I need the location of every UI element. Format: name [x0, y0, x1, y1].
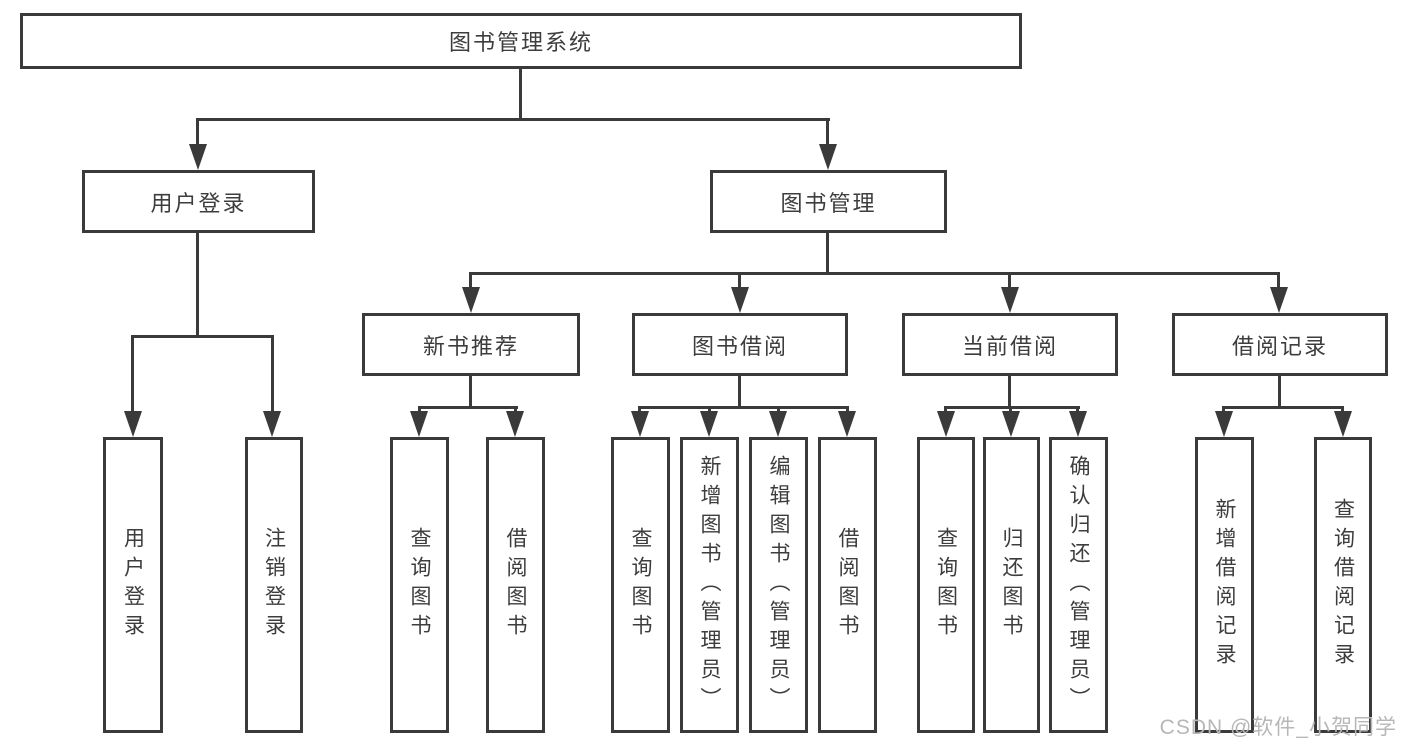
connector-line [1277, 272, 1280, 290]
arrow-down-icon [937, 411, 955, 437]
connector-line [131, 335, 274, 338]
leaf-user-login: 用户登录 [103, 437, 163, 733]
connector-line [1009, 406, 1012, 414]
arrow-down-icon [1069, 411, 1087, 437]
connector-line [1076, 406, 1079, 414]
arrow-down-icon [700, 411, 718, 437]
connector-line [271, 335, 274, 413]
node-borrowing-records: 借阅记录 [1172, 313, 1388, 376]
connector-line [196, 233, 199, 337]
connector-line [418, 406, 518, 409]
node-label: 查询图书 [408, 527, 431, 643]
connector-line [196, 118, 830, 121]
leaf-logout-login: 注销登录 [245, 437, 303, 733]
connector-line [469, 376, 472, 409]
node-book-management: 图书管理 [710, 170, 947, 233]
node-label: 归还图书 [1000, 527, 1023, 643]
arrow-down-icon [819, 144, 837, 170]
leaf-query-books-3: 查询图书 [917, 437, 975, 733]
arrow-down-icon [631, 411, 649, 437]
node-label: 图书管理 [780, 190, 877, 216]
arrow-down-icon [769, 411, 787, 437]
arrow-down-icon [410, 411, 428, 437]
arrow-down-icon [462, 287, 480, 313]
connector-line [1008, 376, 1011, 409]
connector-line [826, 233, 829, 275]
node-label: 新增图书（管理员） [698, 454, 721, 716]
node-user-login: 用户登录 [82, 170, 315, 233]
leaf-add-borrow-record: 新增借阅记录 [1195, 437, 1254, 733]
arrow-down-icon [124, 411, 142, 437]
connector-line [638, 406, 849, 409]
arrow-down-icon [263, 411, 281, 437]
node-root: 图书管理系统 [20, 13, 1022, 69]
connector-line [418, 406, 421, 414]
connector-line [131, 335, 134, 413]
arrow-down-icon [731, 287, 749, 313]
leaf-borrow-books-2: 借阅图书 [818, 437, 877, 733]
leaf-query-books-2: 查询图书 [611, 437, 670, 733]
connector-line [708, 406, 711, 414]
node-label: 图书管理系统 [448, 30, 593, 55]
arrow-down-icon [506, 411, 524, 437]
leaf-query-books-1: 查询图书 [390, 437, 449, 733]
connector-line [1222, 406, 1225, 414]
node-label: 编辑图书（管理员） [767, 454, 790, 716]
node-current-borrowing: 当前借阅 [902, 313, 1118, 376]
arrow-down-icon [1334, 411, 1352, 437]
arrow-down-icon [1001, 287, 1019, 313]
connector-line [777, 406, 780, 414]
node-label: 查询图书 [629, 527, 652, 643]
connector-line [469, 272, 472, 290]
connector-line [1278, 376, 1281, 409]
leaf-add-books-admin: 新增图书（管理员） [680, 437, 739, 733]
connector-line [196, 118, 199, 148]
arrow-down-icon [1215, 411, 1233, 437]
leaf-confirm-return-admin: 确认归还（管理员） [1049, 437, 1108, 733]
node-label: 借阅记录 [1231, 333, 1328, 359]
leaf-query-borrow-record: 查询借阅记录 [1314, 437, 1372, 733]
node-label: 用户登录 [121, 527, 145, 643]
node-label: 新书推荐 [422, 333, 519, 359]
connector-line [944, 406, 1080, 409]
node-label: 借阅图书 [504, 527, 527, 643]
connector-line [738, 376, 741, 409]
node-label: 图书借阅 [691, 333, 788, 359]
node-book-borrowing: 图书借阅 [632, 313, 848, 376]
arrow-down-icon [1002, 411, 1020, 437]
arrow-down-icon [1270, 287, 1288, 313]
connector-line [519, 69, 522, 121]
connector-line [1008, 272, 1011, 290]
node-label: 新增借阅记录 [1213, 498, 1236, 672]
node-label: 查询图书 [934, 527, 958, 643]
connector-line [738, 272, 741, 290]
node-label: 用户登录 [150, 190, 247, 216]
arrow-down-icon [838, 411, 856, 437]
node-label: 借阅图书 [836, 527, 859, 643]
connector-line [638, 406, 641, 414]
node-label: 确认归还（管理员） [1067, 454, 1090, 716]
connector-line [846, 406, 849, 414]
leaf-edit-books-admin: 编辑图书（管理员） [749, 437, 808, 733]
node-label: 查询借阅记录 [1331, 498, 1355, 672]
arrow-down-icon [189, 144, 207, 170]
node-label: 当前借阅 [961, 333, 1058, 359]
connector-line [944, 406, 947, 414]
connector-line [826, 118, 829, 148]
connector-line [1341, 406, 1344, 414]
connector-line [514, 406, 517, 414]
leaf-borrow-books-1: 借阅图书 [486, 437, 545, 733]
node-label: 注销登录 [262, 527, 286, 643]
connector-line [469, 272, 1280, 275]
connector-line [1222, 406, 1344, 409]
watermark: CSDN @软件_小贺同学 [1159, 716, 1397, 739]
node-new-book-recommend: 新书推荐 [362, 313, 580, 376]
leaf-return-books: 归还图书 [983, 437, 1040, 733]
